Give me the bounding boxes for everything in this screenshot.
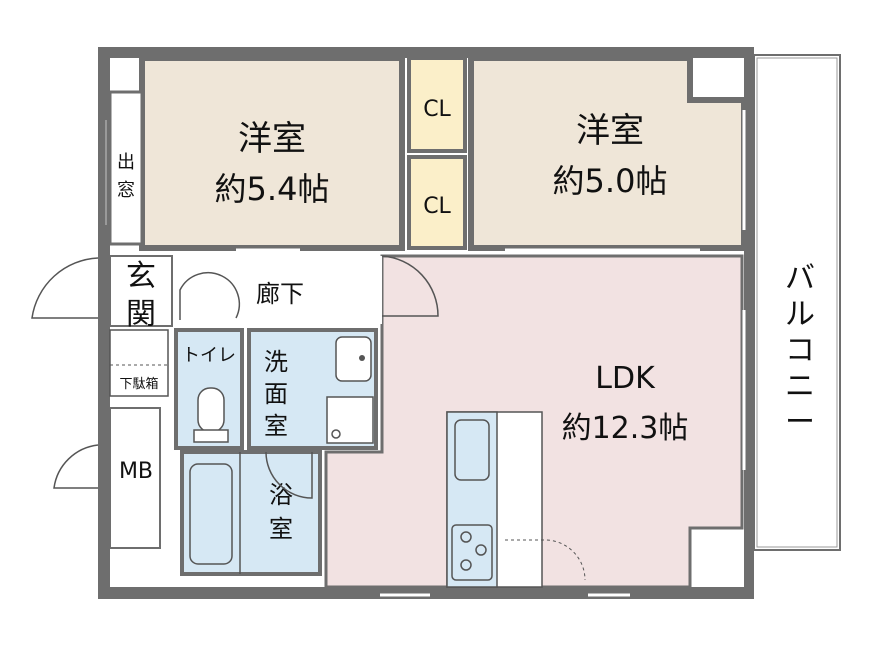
balcony-label-4: ニ: [785, 369, 815, 404]
hallway: 廊下: [172, 255, 439, 324]
bay-window-label-2: 窓: [117, 180, 135, 201]
washroom-label-1: 洗: [264, 348, 288, 376]
western-room-1-name: 洋室: [238, 119, 306, 159]
bathroom-label-2: 室: [269, 515, 293, 543]
shoe-box: 下駄箱: [109, 329, 169, 397]
washroom: 洗 面 室: [247, 328, 378, 450]
toilet-bowl-icon: [197, 387, 225, 433]
closet-2-label: CL: [423, 194, 451, 219]
sink-icon: [454, 419, 490, 481]
window-marks: [236, 110, 746, 597]
kitchen-counter: [446, 411, 586, 588]
balcony-label-1: バ: [785, 261, 815, 296]
entrance-door-icon: [31, 257, 99, 319]
bathroom: 浴 室: [180, 450, 322, 576]
hallway-label: 廊下: [256, 280, 304, 308]
bay-window-label-1: 出: [117, 152, 135, 173]
balcony-label-2: ル: [785, 297, 815, 332]
western-room-2: 洋室 約5.0帖: [468, 55, 747, 251]
toilet-label: トイレ: [182, 345, 236, 366]
bathtub-icon: [189, 463, 233, 565]
entrance-label-2: 関: [126, 297, 156, 332]
western-room-1-size: 約5.4帖: [215, 170, 330, 208]
shoe-box-label: 下駄箱: [119, 376, 158, 392]
entrance: 玄 関: [31, 255, 241, 332]
ldk-name: LDK: [595, 361, 656, 396]
western-room-2-name: 洋室: [576, 111, 644, 151]
washroom-label-3: 室: [264, 412, 288, 440]
western-room-1: 洋室 約5.4帖: [139, 55, 405, 251]
meter-box-label: MB: [119, 459, 153, 484]
washroom-label-2: 面: [264, 380, 288, 408]
western-room-2-size: 約5.0帖: [553, 162, 668, 200]
toilet: トイレ: [174, 328, 244, 450]
washbasin-icon: [335, 336, 372, 382]
ldk-size: 約12.3帖: [562, 411, 689, 446]
closet-2: CL: [407, 155, 467, 250]
entrance-label-1: 玄: [126, 259, 156, 294]
washing-machine-icon: [326, 396, 374, 444]
bay-window: 出 窓: [105, 90, 144, 246]
balcony-label-5: ー: [785, 405, 815, 440]
balcony-label-3: コ: [785, 333, 815, 368]
balcony: バ ル コ ニ ー: [753, 54, 841, 551]
closet-1: CL: [407, 56, 467, 153]
closet-1-label: CL: [423, 97, 451, 122]
meter-box: MB: [53, 407, 161, 549]
